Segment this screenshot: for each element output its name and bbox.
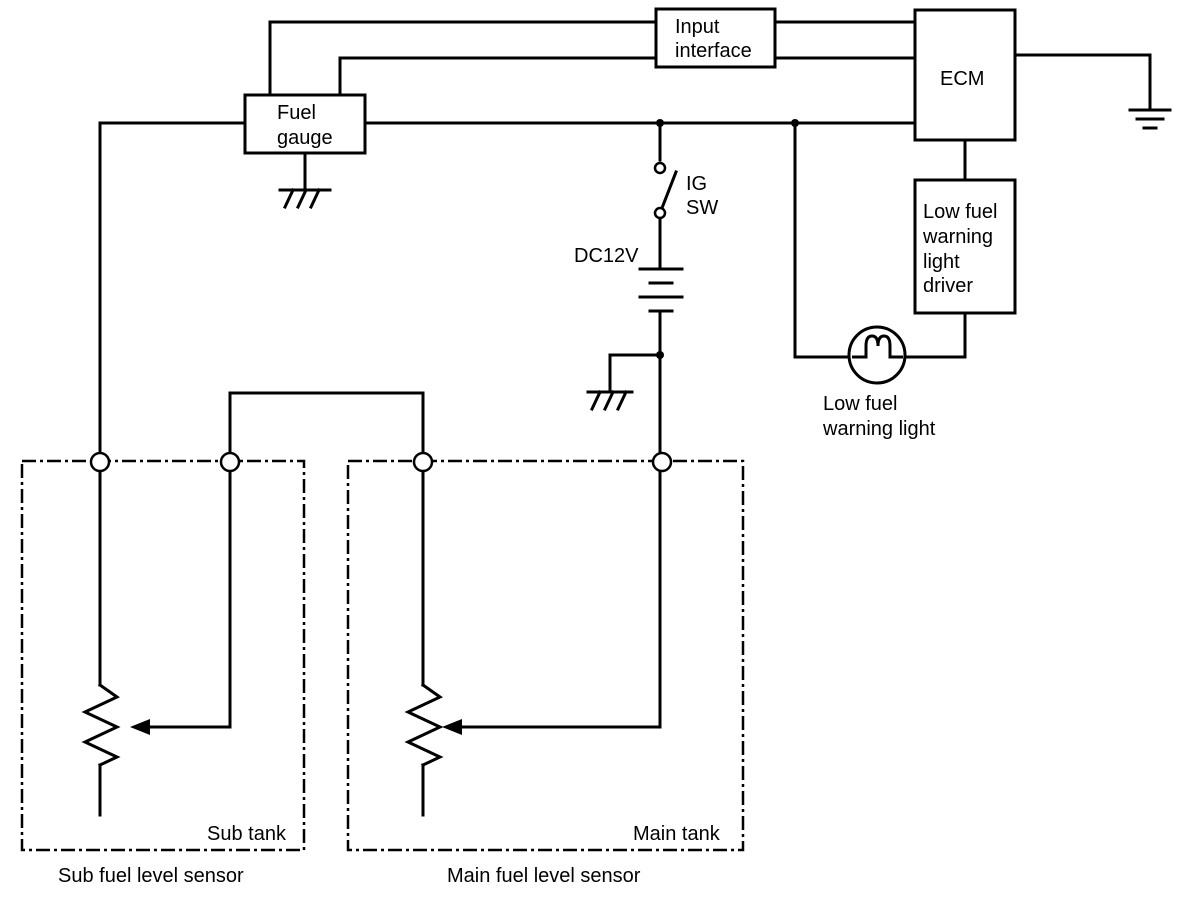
junction-dot bbox=[656, 351, 664, 359]
warning-light-label-1: Low fuel bbox=[823, 393, 898, 415]
main-tank-terminal bbox=[412, 451, 434, 473]
sub-tank-label: Sub tank bbox=[207, 823, 287, 845]
wires bbox=[98, 20, 1152, 455]
ig-switch-label-1: IG bbox=[686, 173, 707, 195]
driver-label-3: light bbox=[923, 251, 960, 273]
junction-dot bbox=[656, 119, 664, 127]
ecm-box: ECM bbox=[913, 8, 1017, 142]
fuel-gauge-label-1: Fuel bbox=[277, 102, 316, 124]
warning-light-label-2: warning light bbox=[822, 418, 936, 440]
fuel-gauge-label-2: gauge bbox=[277, 127, 333, 149]
sub-sensor-label: Sub fuel level sensor bbox=[58, 865, 244, 887]
input-interface-box: Input interface bbox=[654, 7, 777, 69]
driver-label-2: warning bbox=[922, 226, 993, 248]
battery-label: DC12V bbox=[574, 245, 639, 267]
main-tank-terminal bbox=[651, 451, 673, 473]
main-tank: Main tank bbox=[346, 451, 745, 852]
ecm-ground-icon bbox=[1128, 108, 1172, 130]
battery-icon bbox=[638, 267, 684, 313]
driver-label-4: driver bbox=[923, 275, 973, 297]
ig-switch-label-2: SW bbox=[686, 197, 718, 219]
main-sensor-label: Main fuel level sensor bbox=[447, 865, 641, 887]
ig-switch-icon bbox=[653, 161, 678, 220]
main-tank-label: Main tank bbox=[633, 823, 721, 845]
input-interface-label-2: interface bbox=[675, 40, 752, 62]
sub-sensor-resistor-icon bbox=[81, 682, 150, 767]
low-fuel-driver-box: Low fuel warning light driver bbox=[913, 178, 1017, 315]
main-sensor-resistor-icon bbox=[404, 682, 462, 767]
fuel-gauge-box: Fuel gauge bbox=[243, 93, 367, 155]
ecm-label: ECM bbox=[940, 68, 984, 90]
fuel-gauge-ground-icon bbox=[278, 188, 332, 209]
junction-dot bbox=[791, 119, 799, 127]
sub-tank: Sub tank bbox=[20, 451, 306, 852]
battery-ground-icon bbox=[586, 390, 634, 411]
input-interface-label-1: Input bbox=[675, 16, 720, 38]
sub-tank-terminal bbox=[219, 451, 241, 473]
warning-light-icon bbox=[847, 325, 907, 385]
sub-tank-terminal bbox=[89, 451, 111, 473]
driver-label-1: Low fuel bbox=[923, 201, 998, 223]
